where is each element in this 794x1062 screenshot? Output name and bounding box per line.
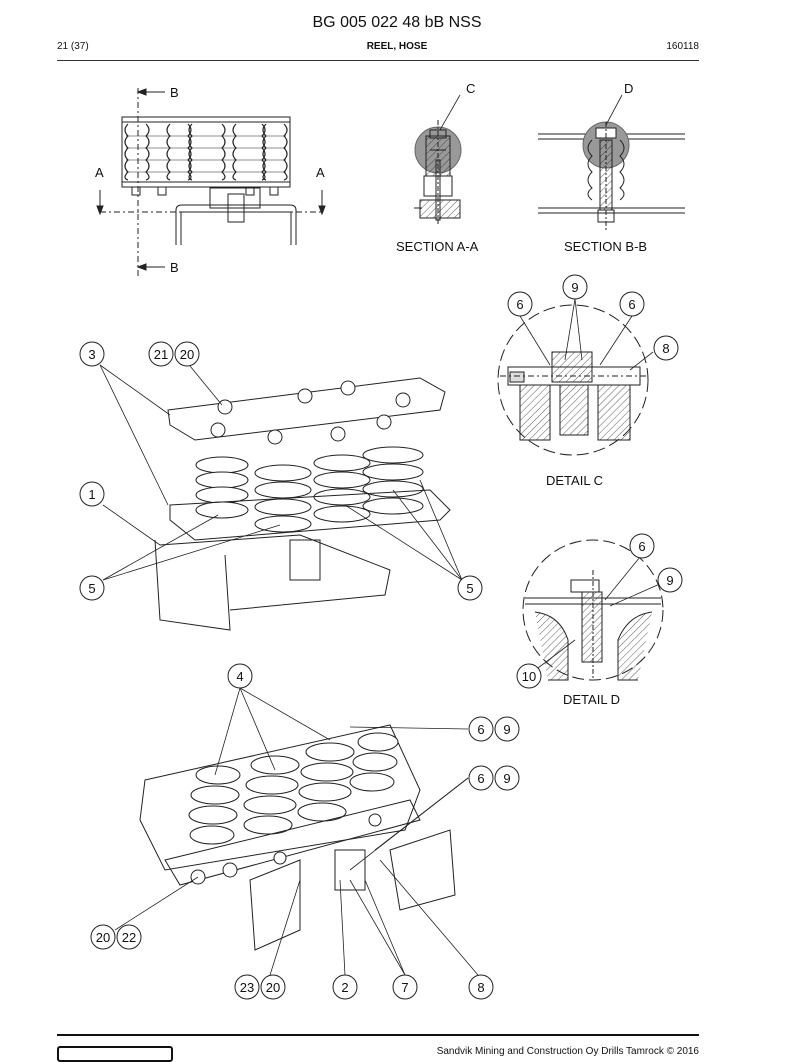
- callout-10: 10: [522, 669, 536, 684]
- detail-marker-d: D: [624, 81, 633, 96]
- callout-7: 7: [401, 980, 408, 995]
- detail-d-label: DETAIL D: [563, 692, 620, 707]
- callout-21: 21: [154, 347, 168, 362]
- iso-view-lower: [139, 724, 456, 951]
- sandvik-logo: [57, 1046, 173, 1062]
- page-number: 21 (37): [57, 41, 89, 52]
- callout-9: 9: [503, 771, 510, 786]
- detail-marker-c: C: [466, 81, 475, 96]
- callout-8: 8: [477, 980, 484, 995]
- date-code: 160118: [666, 41, 699, 52]
- callout-6: 6: [638, 539, 645, 554]
- callout-20: 20: [96, 930, 110, 945]
- callout-5: 5: [466, 581, 473, 596]
- callout-4: 4: [236, 669, 243, 684]
- callout-20: 20: [180, 347, 194, 362]
- section-a-a-label: SECTION A-A: [396, 239, 479, 254]
- callout-9: 9: [503, 722, 510, 737]
- footer-rule: [57, 1034, 699, 1036]
- detail-d: [522, 539, 664, 681]
- callout-23: 23: [240, 980, 254, 995]
- top-view: [96, 88, 326, 278]
- cut-label-a-left: A: [95, 165, 104, 180]
- page-title: REEL, HOSE: [366, 41, 428, 52]
- leader-lines: [99, 94, 663, 976]
- callout-9: 9: [571, 280, 578, 295]
- document-number: BG 005 022 48 bB NSS: [312, 14, 482, 31]
- callout-9: 9: [666, 573, 673, 588]
- cut-label-a-right: A: [316, 165, 325, 180]
- callout-20: 20: [266, 980, 280, 995]
- callout-22: 22: [122, 930, 136, 945]
- detail-c-label: DETAIL C: [546, 473, 603, 488]
- callout-balloons: [79, 274, 683, 1000]
- section-b-b-label: SECTION B-B: [564, 239, 647, 254]
- callout-2: 2: [341, 980, 348, 995]
- detail-c: [497, 304, 649, 456]
- callout-8: 8: [662, 341, 669, 356]
- callout-6: 6: [477, 771, 484, 786]
- callout-6: 6: [516, 297, 523, 312]
- cut-label-b-top: B: [170, 85, 179, 100]
- callout-6: 6: [628, 297, 635, 312]
- cut-label-b-bottom: B: [170, 260, 179, 275]
- header-rule: [57, 60, 699, 61]
- footer-copyright: Sandvik Mining and Construction Oy Drill…: [436, 1046, 699, 1057]
- iso-view-upper: [154, 377, 451, 631]
- section-b-b: [538, 121, 685, 232]
- callout-3: 3: [88, 347, 95, 362]
- callout-1: 1: [88, 487, 95, 502]
- callout-5: 5: [88, 581, 95, 596]
- callout-6: 6: [477, 722, 484, 737]
- section-a-a: [414, 120, 462, 225]
